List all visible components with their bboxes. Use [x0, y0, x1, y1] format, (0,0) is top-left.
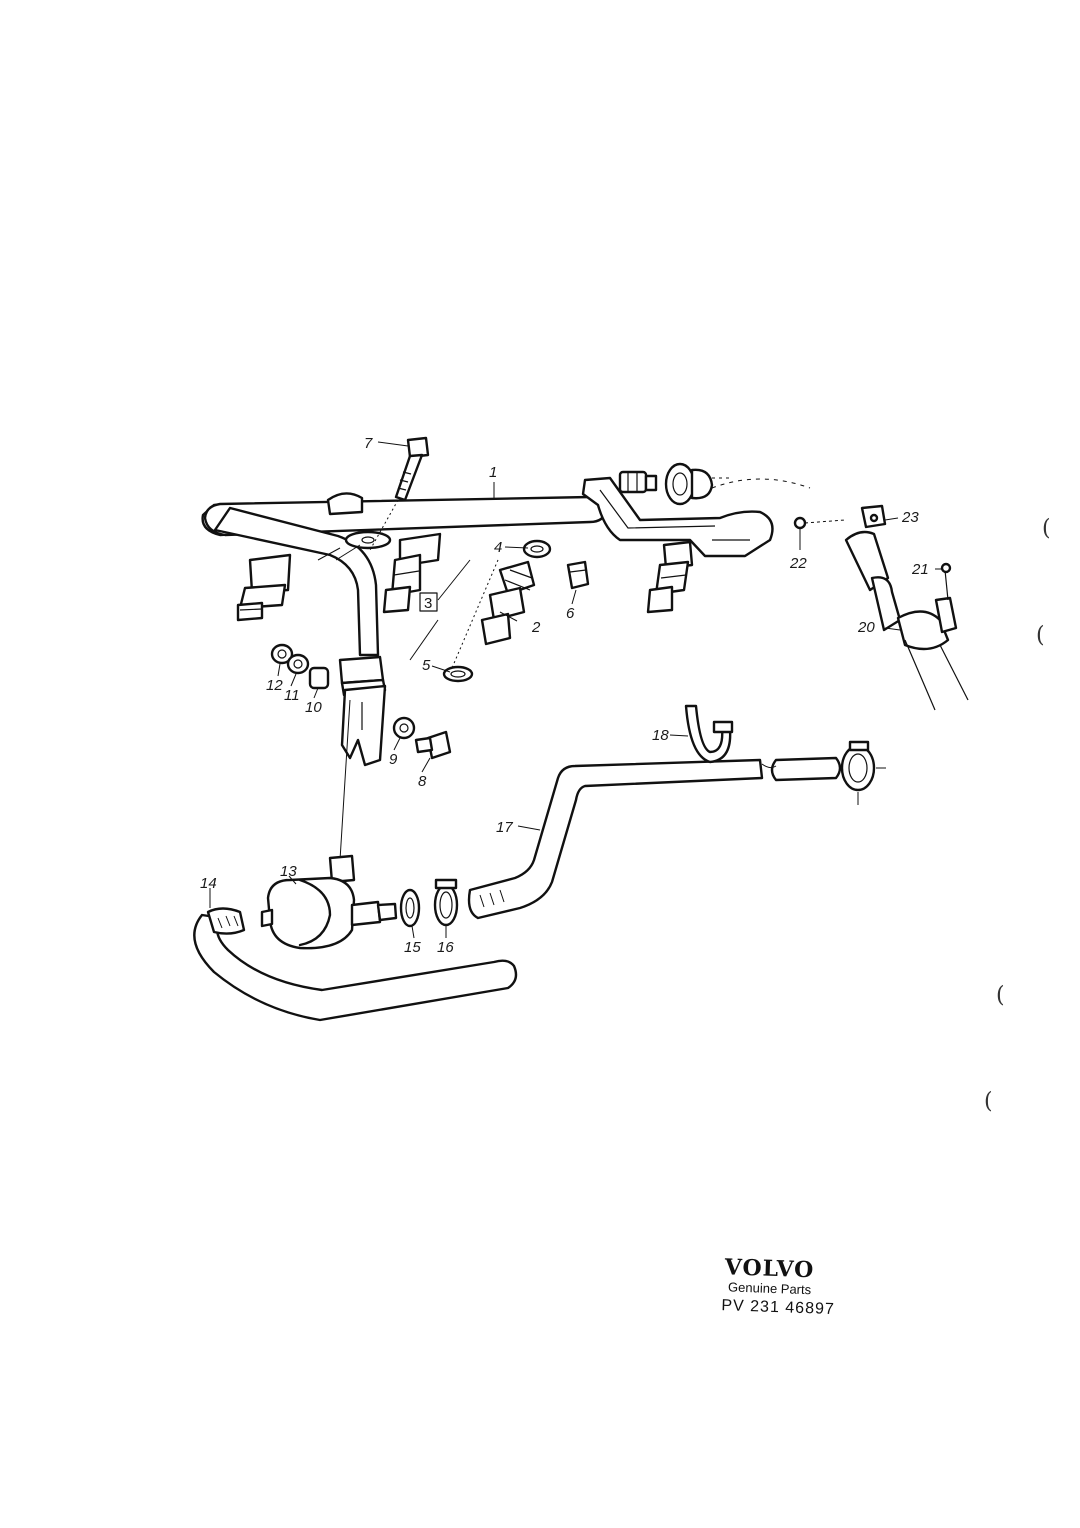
label-20: 20 — [857, 619, 875, 636]
part-labels: 7 1 4 3 2 6 5 12 11 10 9 8 13 14 15 16 1… — [200, 435, 929, 956]
label-2: 2 — [531, 619, 541, 636]
clamp-16 — [433, 878, 459, 927]
label-8: 8 — [418, 773, 427, 790]
injector-exploded — [442, 539, 590, 683]
feed-pipe-assembly — [793, 504, 969, 711]
injector-left — [236, 553, 292, 622]
volvo-logo: VOLVO — [723, 1254, 814, 1283]
injector-right — [646, 540, 694, 614]
label-14: 14 — [200, 875, 217, 892]
margin-mark: ( — [1042, 516, 1051, 541]
label-17: 17 — [496, 819, 513, 836]
part-number: PV 231 46897 — [721, 1297, 835, 1318]
margin-marks: ( ( ( ( — [984, 516, 1051, 1114]
label-11: 11 — [284, 687, 300, 704]
label-1: 1 — [489, 464, 497, 481]
clamp-15 — [399, 888, 421, 928]
label-13: 13 — [280, 863, 297, 880]
label-6: 6 — [566, 605, 575, 622]
label-3: 3 — [424, 595, 432, 612]
label-4: 4 — [494, 539, 502, 556]
genuine-parts-tagline: Genuine Parts — [728, 1279, 812, 1297]
clamp-right — [840, 740, 886, 805]
pressure-regulator — [260, 699, 398, 950]
margin-mark: ( — [1036, 623, 1045, 648]
label-7: 7 — [364, 435, 373, 452]
label-5: 5 — [422, 657, 431, 674]
injector-middle — [382, 532, 442, 614]
clamp-18 — [684, 704, 734, 764]
label-9: 9 — [389, 751, 398, 768]
label-16: 16 — [437, 939, 454, 956]
hose-14 — [193, 907, 518, 1022]
margin-mark: ( — [984, 1089, 993, 1114]
margin-mark: ( — [996, 983, 1005, 1008]
label-3-box — [419, 592, 438, 612]
leader-lines — [209, 441, 942, 939]
label-22: 22 — [789, 555, 807, 572]
label-18: 18 — [652, 727, 669, 744]
label-23: 23 — [901, 509, 919, 526]
hose-17 — [467, 756, 842, 920]
fuel-rail — [201, 462, 811, 702]
label-15: 15 — [404, 939, 421, 956]
label-12: 12 — [266, 677, 283, 694]
bracket-assembly — [270, 643, 452, 767]
label-21: 21 — [911, 561, 929, 578]
bolt-7 — [369, 436, 430, 551]
label-10: 10 — [305, 699, 322, 716]
branding-block: VOLVO Genuine Parts PV 231 46897 — [721, 1254, 835, 1318]
